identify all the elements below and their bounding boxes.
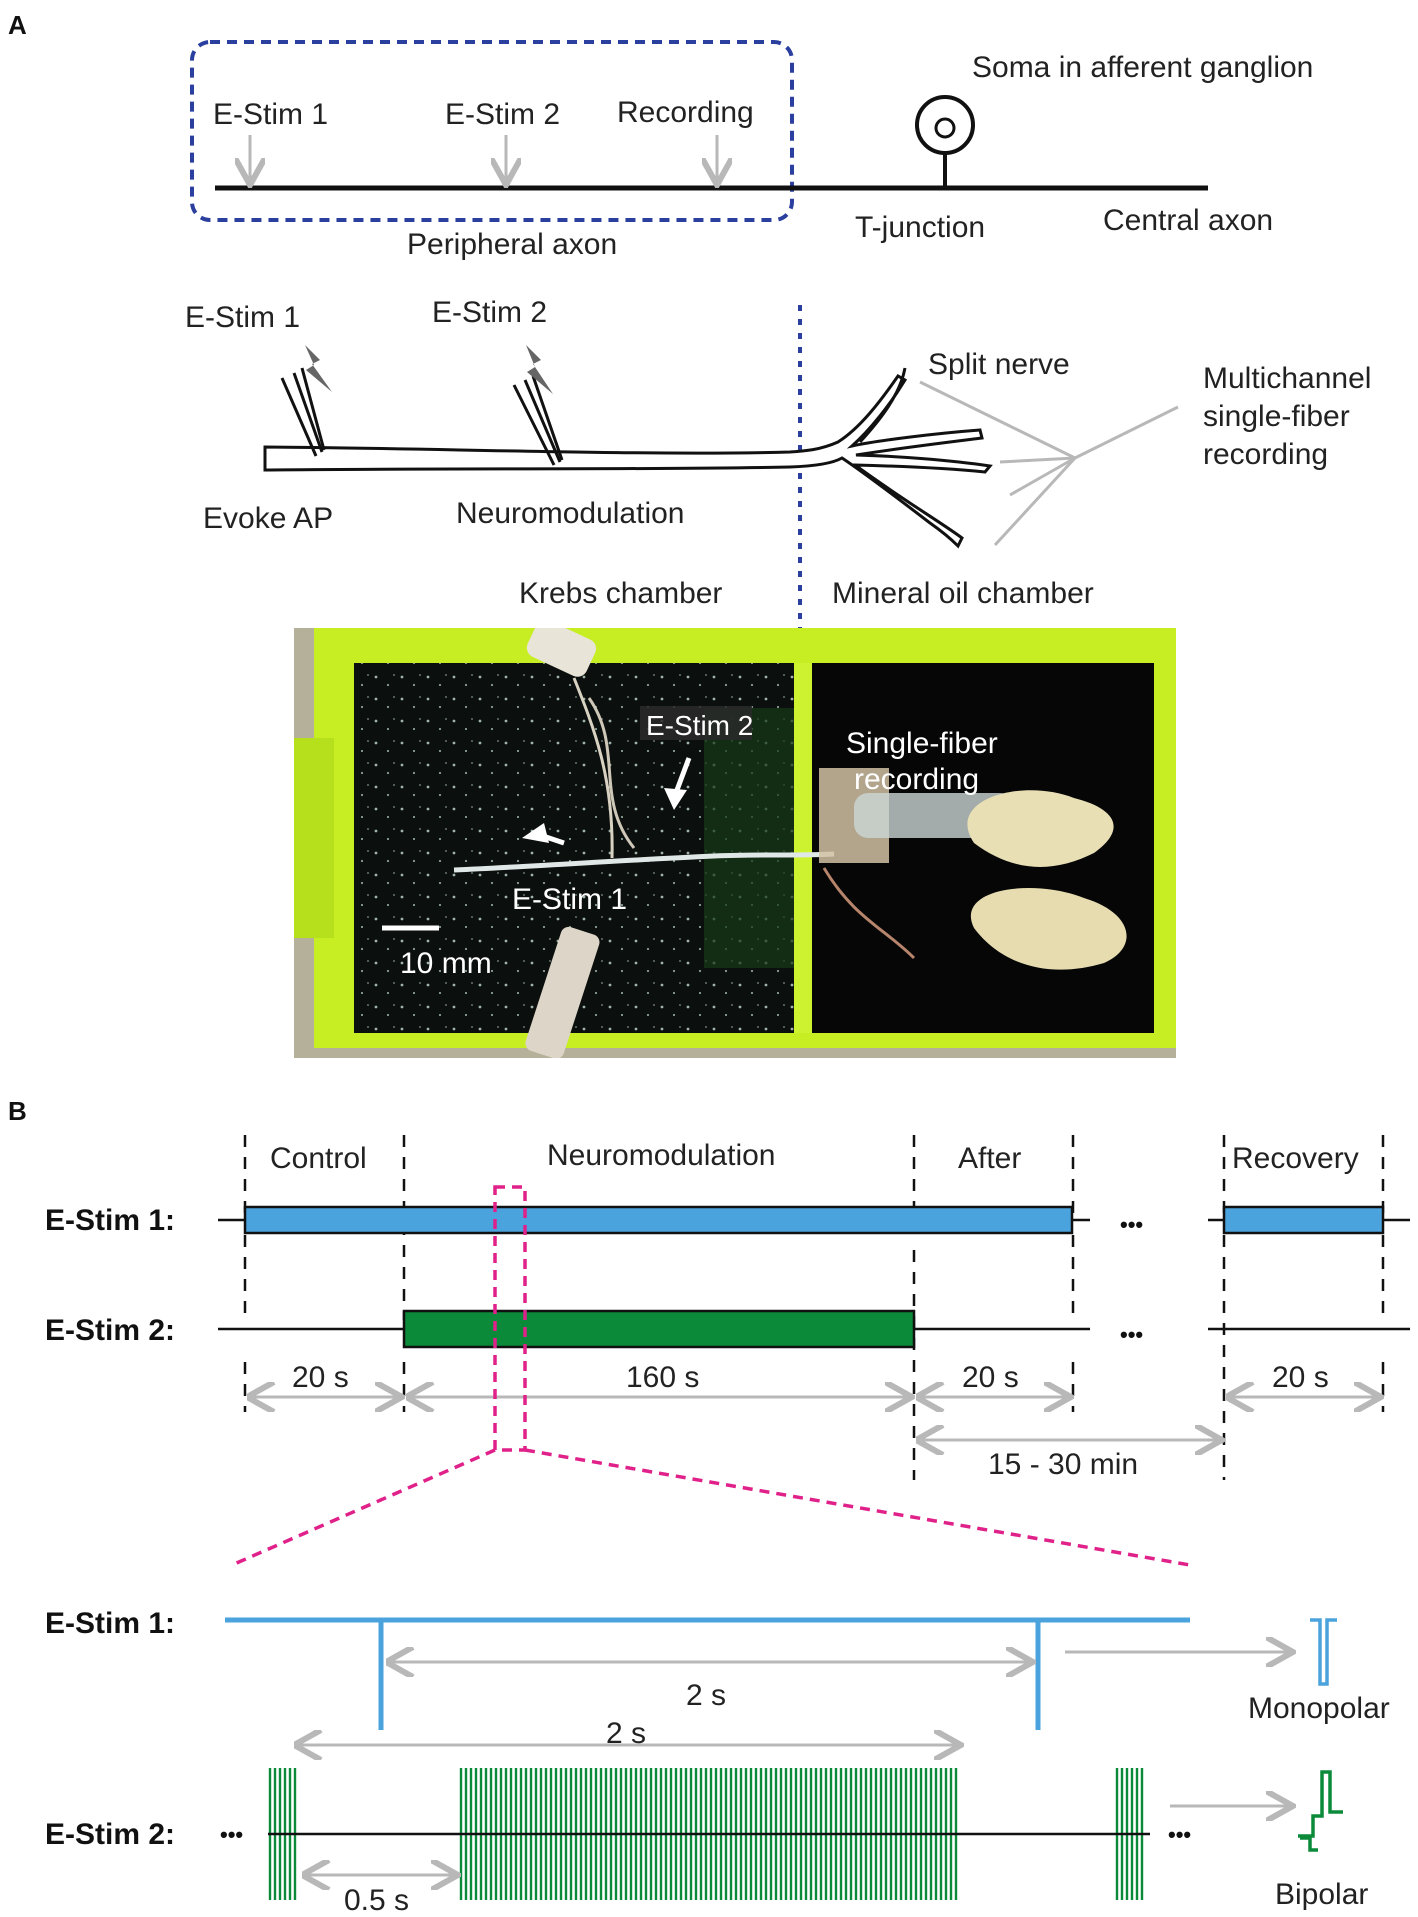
estim2-prep-label: E-Stim 2 — [432, 296, 547, 329]
nucleus-circle — [934, 117, 956, 139]
photo-estim1-label: E-Stim 1 — [512, 883, 627, 916]
t-junction-label: T-junction — [855, 211, 985, 244]
estim2-label: E-Stim 2 — [445, 98, 560, 131]
photo-estim2-label: E-Stim 2 — [646, 710, 753, 741]
neuromodulation-label: Neuromodulation — [456, 497, 684, 530]
panel-a-letter: A — [8, 10, 27, 40]
multichannel-label-2: single-fiber — [1203, 400, 1350, 433]
chamber-photo: E-Stim 2 Single-fiber recording E-Stim 1… — [294, 628, 1176, 1058]
estim2-electrode — [512, 375, 564, 466]
peripheral-region-box — [190, 40, 794, 222]
chamber-photo-drawing: E-Stim 2 Single-fiber recording E-Stim 1… — [294, 628, 1176, 1058]
estim1-prep-label: E-Stim 1 — [185, 301, 300, 334]
nerve-preparation: E-Stim 1 E-Stim 2 Evoke AP Neuromodulati… — [185, 296, 1371, 628]
estim1-electrode — [280, 367, 326, 457]
split-fiber-upper — [858, 367, 907, 444]
estim1-label: E-Stim 1 — [213, 98, 328, 131]
multichannel-label-3: recording — [1203, 438, 1328, 471]
lightning-icon-2 — [526, 345, 553, 394]
soma-label: Soma in afferent ganglion — [972, 51, 1313, 84]
photo-single-fiber-label: Single-fiber — [846, 727, 998, 760]
krebs-chamber-label: Krebs chamber — [519, 577, 722, 610]
evoke-ap-label: Evoke AP — [203, 502, 333, 535]
photo-recording-label: recording — [854, 763, 979, 796]
split-nerve-label: Split nerve — [928, 348, 1070, 381]
peripheral-axon-label: Peripheral axon — [407, 228, 617, 261]
mineral-oil-chamber-label: Mineral oil chamber — [832, 577, 1094, 610]
nerve-in-bath — [453, 851, 835, 873]
scale-bar-label: 10 mm — [400, 947, 492, 980]
multichannel-fan — [919, 380, 1179, 547]
central-axon-label: Central axon — [1103, 204, 1273, 237]
nerve-outline — [263, 374, 993, 549]
multichannel-label-1: Multichannel — [1203, 362, 1371, 395]
axon-schematic: E-Stim 1 E-Stim 2 Recording Soma in affe… — [190, 40, 1313, 261]
recording-label: Recording — [617, 96, 754, 129]
lightning-icon-1 — [305, 345, 332, 392]
